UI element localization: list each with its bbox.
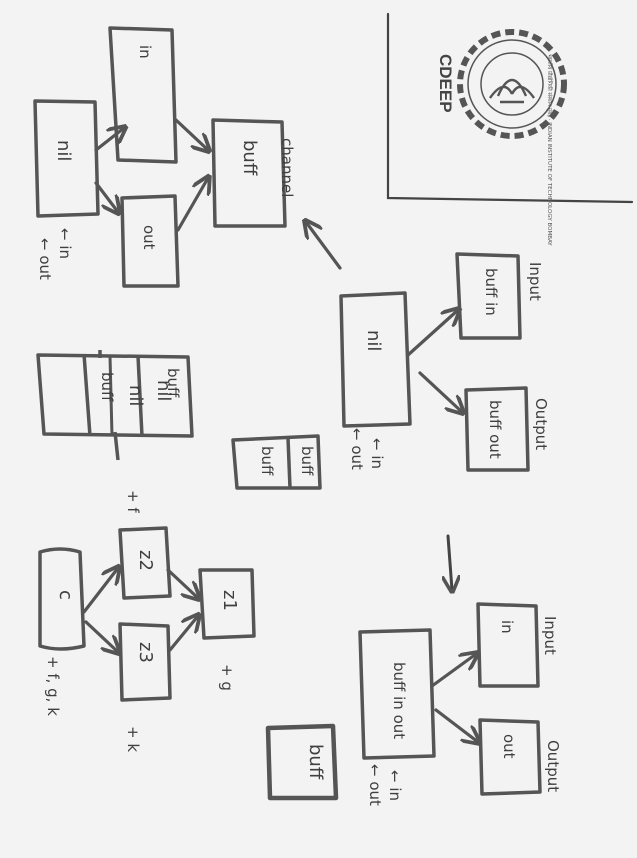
diagram-nil-buff-in-out: nil buff in Input buff out Output ← in ←… (231, 252, 550, 490)
logo-ring-text: भारतीय प्रौद्योगिकी संस्थान मुंबई · INDI… (546, 54, 553, 246)
buff-in-label: buff in (482, 268, 500, 316)
out-pointer-label: ← out (36, 238, 54, 280)
lotus-icon (489, 78, 535, 104)
in-pointer-label-3: ← in (386, 770, 404, 801)
in-box-2 (476, 602, 540, 688)
channel-label: channel (278, 138, 296, 197)
out-box-2-label: out (500, 734, 518, 759)
z3-box (118, 622, 172, 702)
z3-label: z3 (135, 642, 156, 663)
z1-label: z1 (219, 590, 240, 611)
table-row2-left: buff (98, 372, 116, 402)
out-pointer-label-2: ← out (348, 428, 366, 470)
nil-box (33, 99, 100, 218)
in-box-label: in (136, 45, 154, 59)
small-buff-right: buff (258, 446, 276, 476)
input-label: Input (526, 262, 544, 301)
out-box-2 (478, 718, 542, 796)
in-pointer-label: ← in (56, 228, 74, 259)
nil-box-label: nil (53, 140, 74, 161)
c-box (38, 547, 86, 651)
buff-out-box (464, 386, 530, 472)
in-pointer-label-2: ← in (368, 438, 386, 469)
small-buff-box (231, 434, 322, 490)
diagram-nil-in-out-buff: nil in out buff channel ← in ← out (33, 26, 342, 288)
table-row1-left: buff (164, 368, 182, 398)
diagram-buff-nil-table: buff nil buff nil (36, 350, 194, 461)
logo-wordmark: CDEEP (436, 54, 455, 113)
buff-box-label: buff (239, 140, 260, 176)
logo-frame (386, 12, 634, 204)
out-pointer-label-3: ← out (366, 764, 384, 806)
z2-label: z2 (135, 550, 156, 571)
buff-solo-label: buff (305, 744, 326, 780)
table-row1-right: nil (153, 380, 174, 401)
table-row2-right: nil (125, 385, 146, 406)
output-label: Output (532, 398, 550, 450)
in-box (108, 26, 178, 164)
nil-box-2 (339, 291, 412, 428)
input-label-2: Input (541, 616, 559, 655)
out-box-label: out (140, 225, 158, 250)
diagram-buff-in-out-split: buff in out in Input out Output ← in ← o… (265, 534, 562, 806)
c-marks: + f, g, k (44, 656, 62, 716)
output-label-2: Output (544, 740, 562, 792)
out-box (120, 194, 180, 288)
cdeep-logo: भारतीय प्रौद्योगिकी संस्थान मुंबई · INDI… (457, 29, 567, 246)
buff-in-out-label: buff in out (390, 662, 408, 739)
z1-mark: + g (218, 664, 236, 691)
nil-box-2-label: nil (363, 330, 384, 351)
diagram-c-z-graph: c + f, g, k z2 + f z3 + k z1 + g (38, 490, 256, 752)
buff-solo-box (265, 723, 339, 801)
c-label: c (55, 590, 76, 600)
buff-box (211, 118, 287, 228)
small-buff-left: buff (298, 446, 316, 476)
buff-in-out-box (358, 628, 436, 760)
in-box-2-label: in (498, 620, 516, 634)
z3-mark: + k (124, 726, 142, 752)
buff-out-label: buff out (486, 400, 504, 459)
z2-mark: + f (124, 490, 142, 513)
